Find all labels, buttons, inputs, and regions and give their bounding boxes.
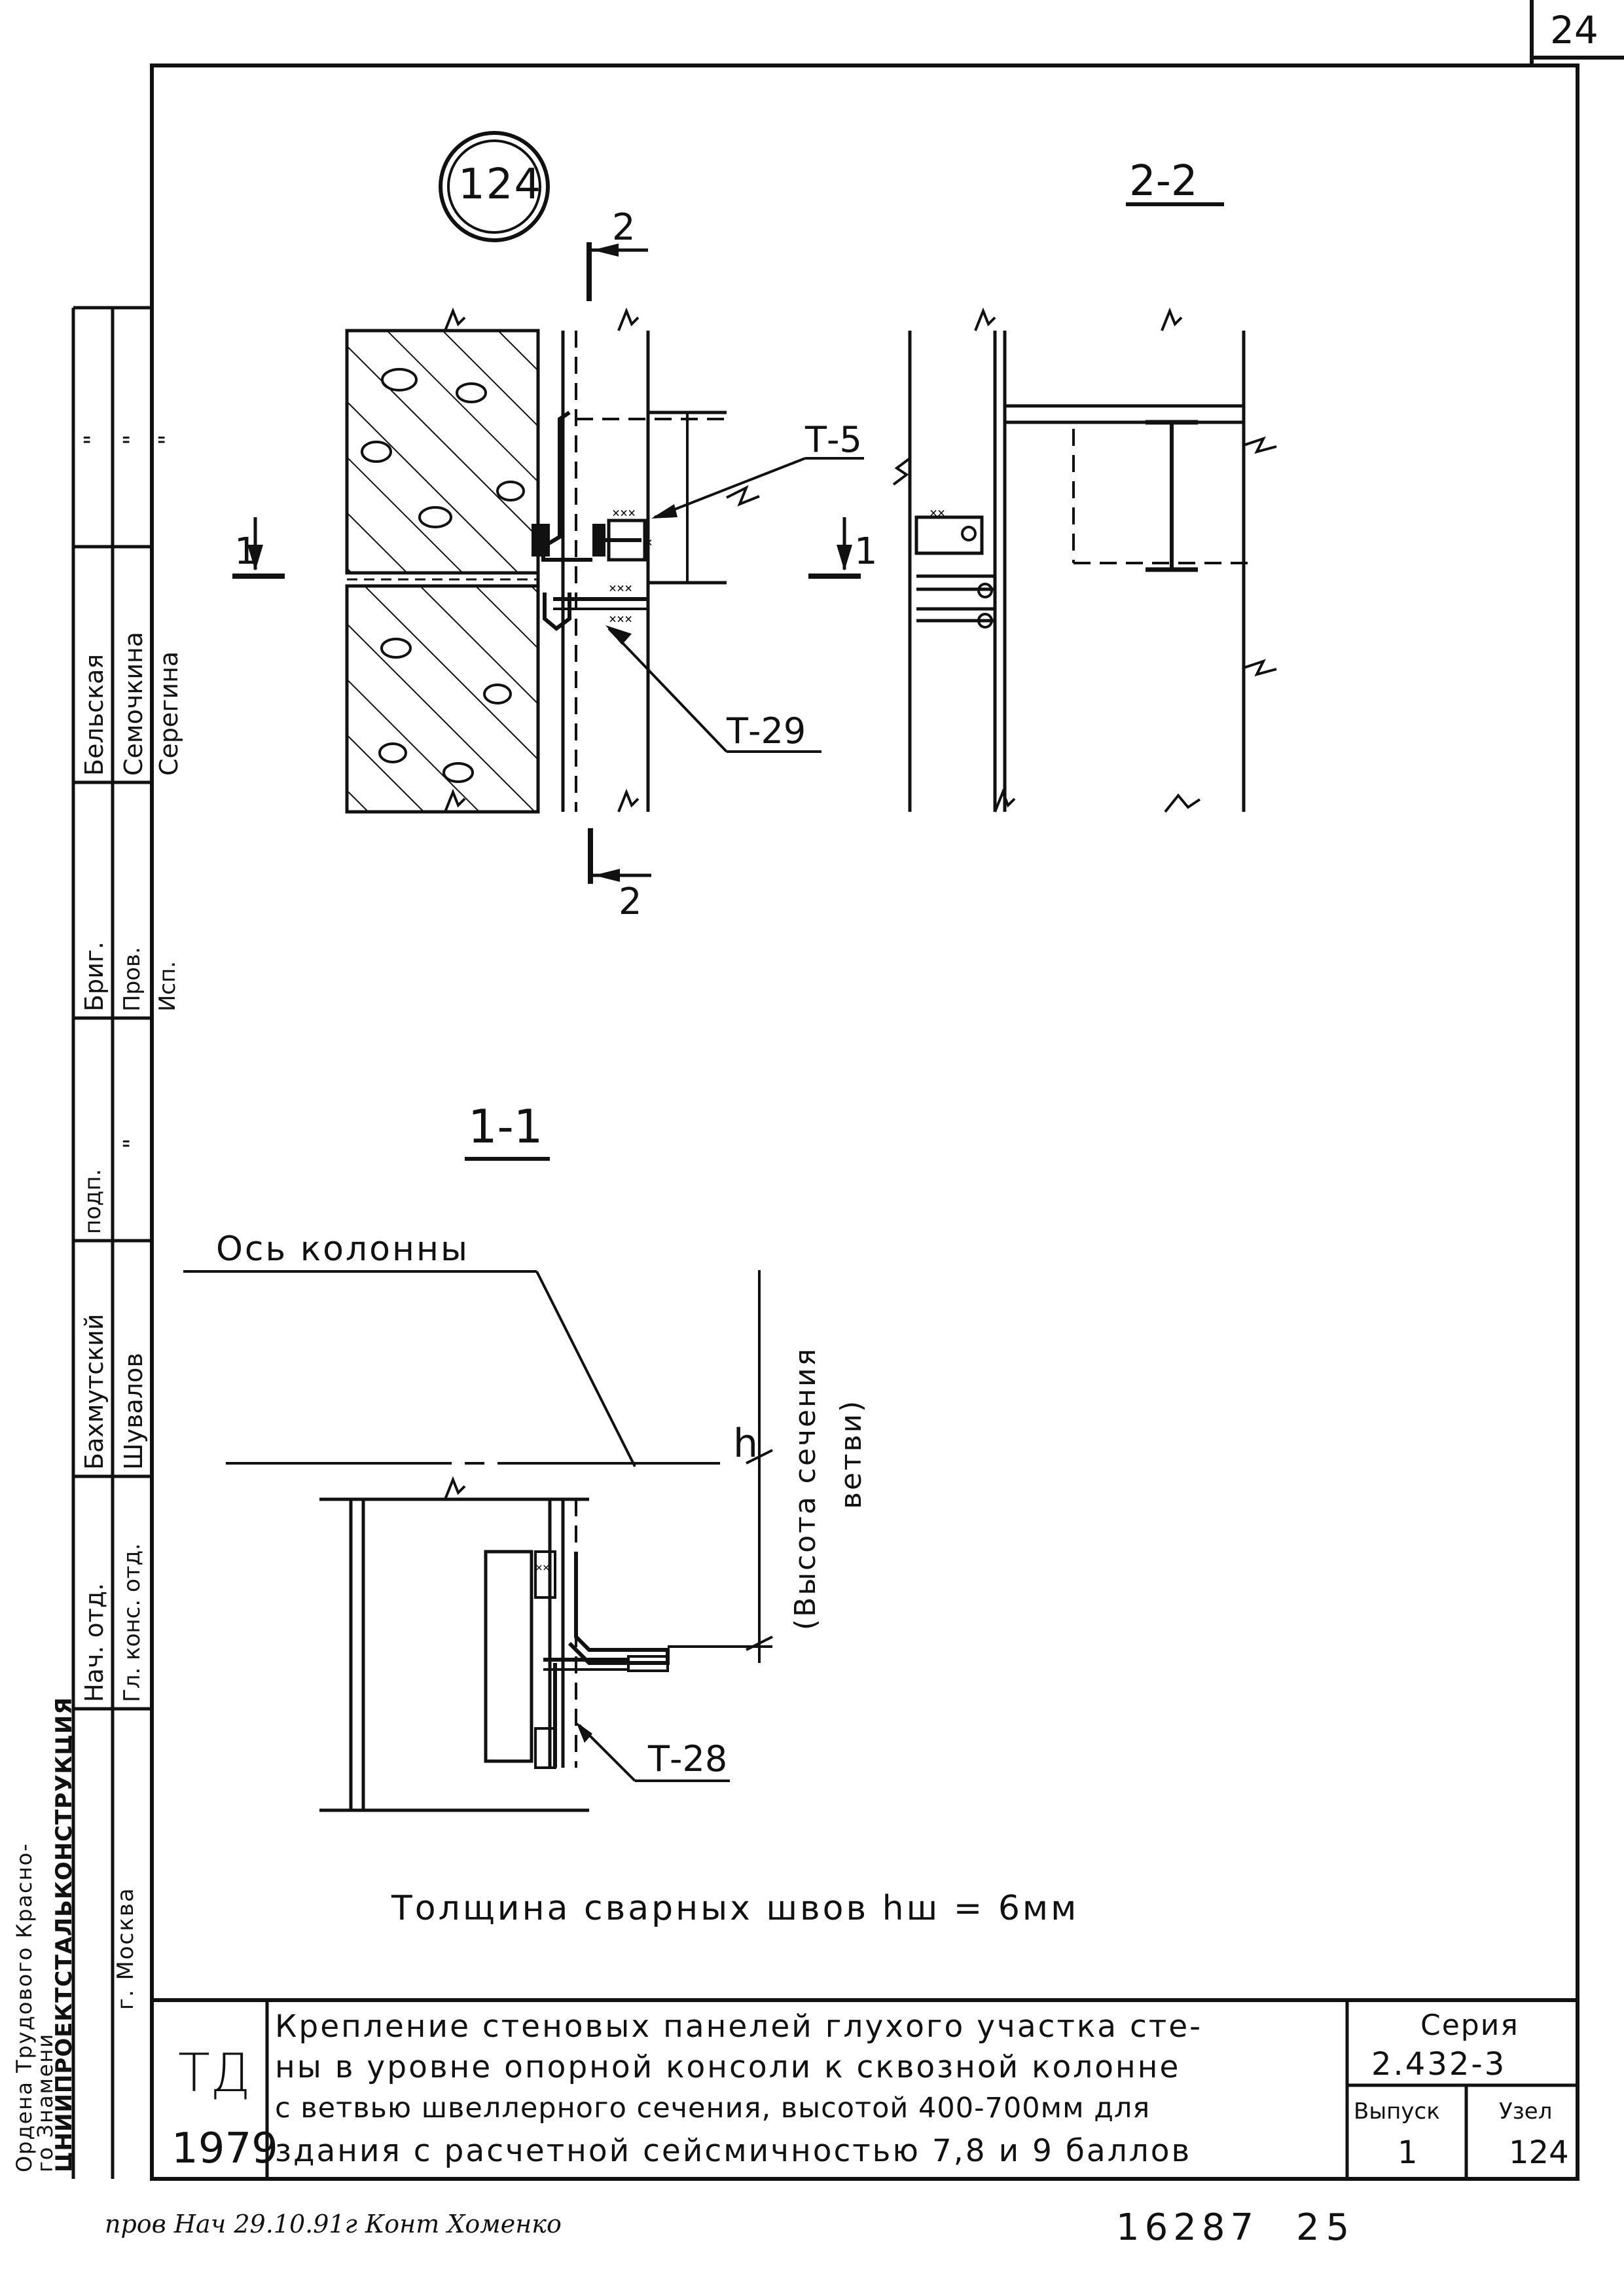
role-chief-designer: Гл. конс. отд. bbox=[119, 1543, 145, 1702]
name-bakhmutsky: Бахмутский bbox=[80, 1313, 109, 1470]
issue-value: 1 bbox=[1398, 2134, 1418, 2171]
name-ditto-1: " bbox=[119, 1138, 146, 1149]
weld-note: Толщина сварных швов hш = 6мм bbox=[391, 1889, 1079, 1928]
callout-t29: Т-29 bbox=[727, 710, 806, 752]
footer-handwritten-note: пров Нач 29.10.91г Конт Хоменко bbox=[105, 2210, 562, 2238]
title-description-line-3: с ветвью швеллерного сечения, высотой 40… bbox=[275, 2092, 1151, 2125]
node-badge-label: 124 bbox=[458, 160, 543, 209]
h-dimension-symbol: h bbox=[733, 1421, 759, 1467]
role-head-dept: Нач. отд. bbox=[80, 1582, 109, 1702]
role-checked: Пров. bbox=[119, 947, 145, 1012]
sheet-frame bbox=[150, 0, 1624, 2181]
title-code: ТД bbox=[178, 2043, 251, 2104]
section-2-2-detail: ×× bbox=[892, 202, 1277, 813]
series-label: Серия bbox=[1420, 2009, 1519, 2042]
org-line3: ЦНИИПРОЕКТСТАЛЬКОНСТРУКЦИЯ bbox=[51, 1696, 77, 2172]
svg-text:××: ×× bbox=[535, 1561, 550, 1575]
name-semochkina: Семочкина bbox=[119, 631, 148, 776]
role-brigadier: Бриг. bbox=[80, 941, 109, 1012]
title-description-line-4: здания с расчетной сейсмичностью 7,8 и 9… bbox=[275, 2133, 1192, 2169]
org-line4: г. Москва bbox=[113, 1887, 139, 2010]
svg-text:×××: ××× bbox=[609, 580, 632, 596]
side-stamp-frame bbox=[71, 306, 152, 2179]
node-value: 124 bbox=[1509, 2134, 1569, 2171]
name-belskaya: Бельская bbox=[80, 653, 109, 776]
footer-doc-number: 16287 bbox=[1116, 2206, 1259, 2249]
node-label: Узел bbox=[1499, 2098, 1553, 2125]
issue-label: Выпуск bbox=[1354, 2098, 1440, 2125]
h-note-line1: (Высота сечения bbox=[789, 1347, 822, 1630]
svg-text:×: × bbox=[645, 534, 653, 550]
name-shuvalov: Шувалов bbox=[119, 1353, 148, 1470]
section-2-2-title: 2-2 bbox=[1129, 157, 1198, 206]
cut-mark-2-bottom: 2 bbox=[619, 881, 642, 923]
section-1-1-detail: ×× bbox=[183, 1157, 773, 1812]
svg-text:××: ×× bbox=[929, 505, 945, 520]
cut-mark-2-top: 2 bbox=[612, 206, 636, 249]
role-signature: подп. bbox=[80, 1169, 106, 1234]
callout-t5: Т-5 bbox=[805, 419, 862, 460]
cut-mark-1-right: 1 bbox=[854, 530, 878, 573]
elevation-detail: ××× × ××× ××× bbox=[232, 242, 864, 884]
sheet-number: 24 bbox=[1550, 8, 1598, 52]
node-badge-circle bbox=[439, 131, 550, 242]
title-block-frame bbox=[152, 1998, 1578, 2179]
h-note-line2: ветви) bbox=[835, 1398, 868, 1509]
series-value: 2.432-3 bbox=[1371, 2046, 1507, 2083]
footer-page-number: 25 bbox=[1296, 2206, 1356, 2249]
cut-mark-1-left: 1 bbox=[234, 530, 258, 573]
name-ditto-2: " bbox=[80, 434, 107, 445]
svg-text:×××: ××× bbox=[609, 611, 632, 627]
title-year: 1979 bbox=[171, 2125, 278, 2173]
svg-text:×××: ××× bbox=[612, 505, 636, 520]
role-performer: Исп. bbox=[154, 960, 181, 1012]
callout-t28: Т-28 bbox=[648, 1738, 728, 1779]
column-axis-label: Ось колонны bbox=[216, 1230, 470, 1269]
title-description-line-2: ны в уровне опорной консоли к сквозной к… bbox=[275, 2049, 1181, 2085]
section-1-1-title: 1-1 bbox=[468, 1100, 543, 1154]
name-ditto-3: " bbox=[119, 434, 146, 445]
name-ditto-4: " bbox=[154, 434, 181, 445]
name-seregina: Серегина bbox=[154, 651, 183, 776]
title-description-line-1: Крепление стеновых панелей глухого участ… bbox=[275, 2009, 1203, 2045]
